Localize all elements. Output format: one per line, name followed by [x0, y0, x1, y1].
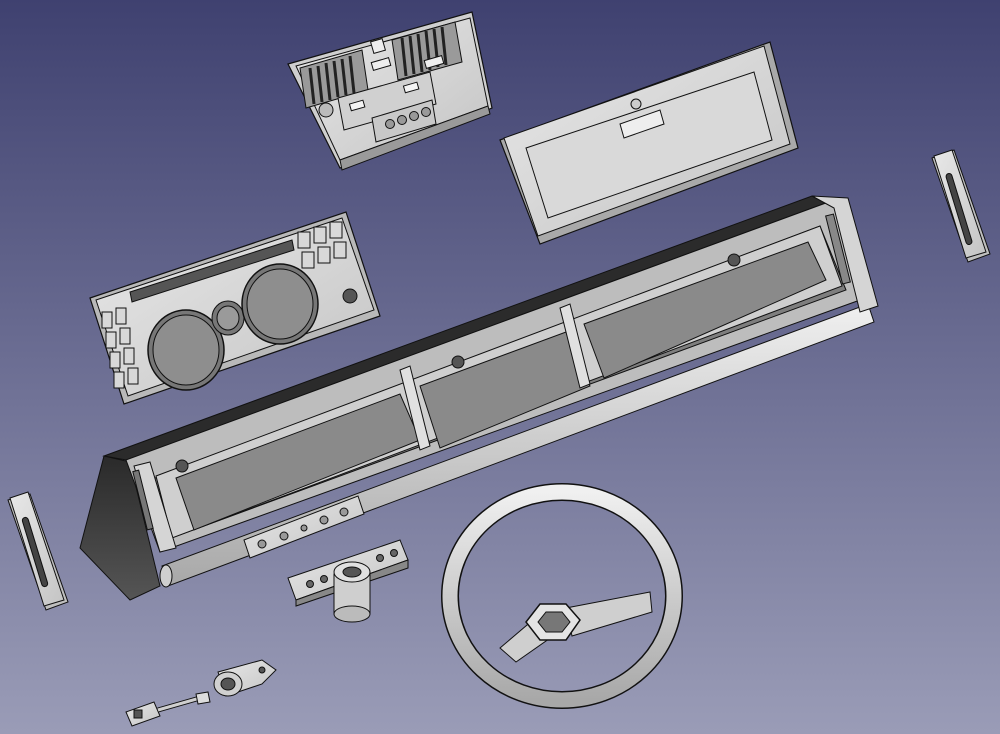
ignition-ring[interactable] [213, 659, 277, 697]
steering-wheel[interactable] [441, 483, 683, 709]
column-mount[interactable] [287, 539, 409, 623]
glovebox-lid[interactable] [499, 41, 799, 245]
stalk-switch[interactable] [125, 691, 211, 727]
side-vent-right[interactable] [931, 149, 991, 263]
instrument-cluster-panel[interactable] [89, 211, 381, 405]
side-vent-left[interactable] [7, 491, 69, 611]
dashboard-main-frame[interactable] [79, 195, 879, 601]
center-console-panel[interactable] [287, 11, 493, 171]
